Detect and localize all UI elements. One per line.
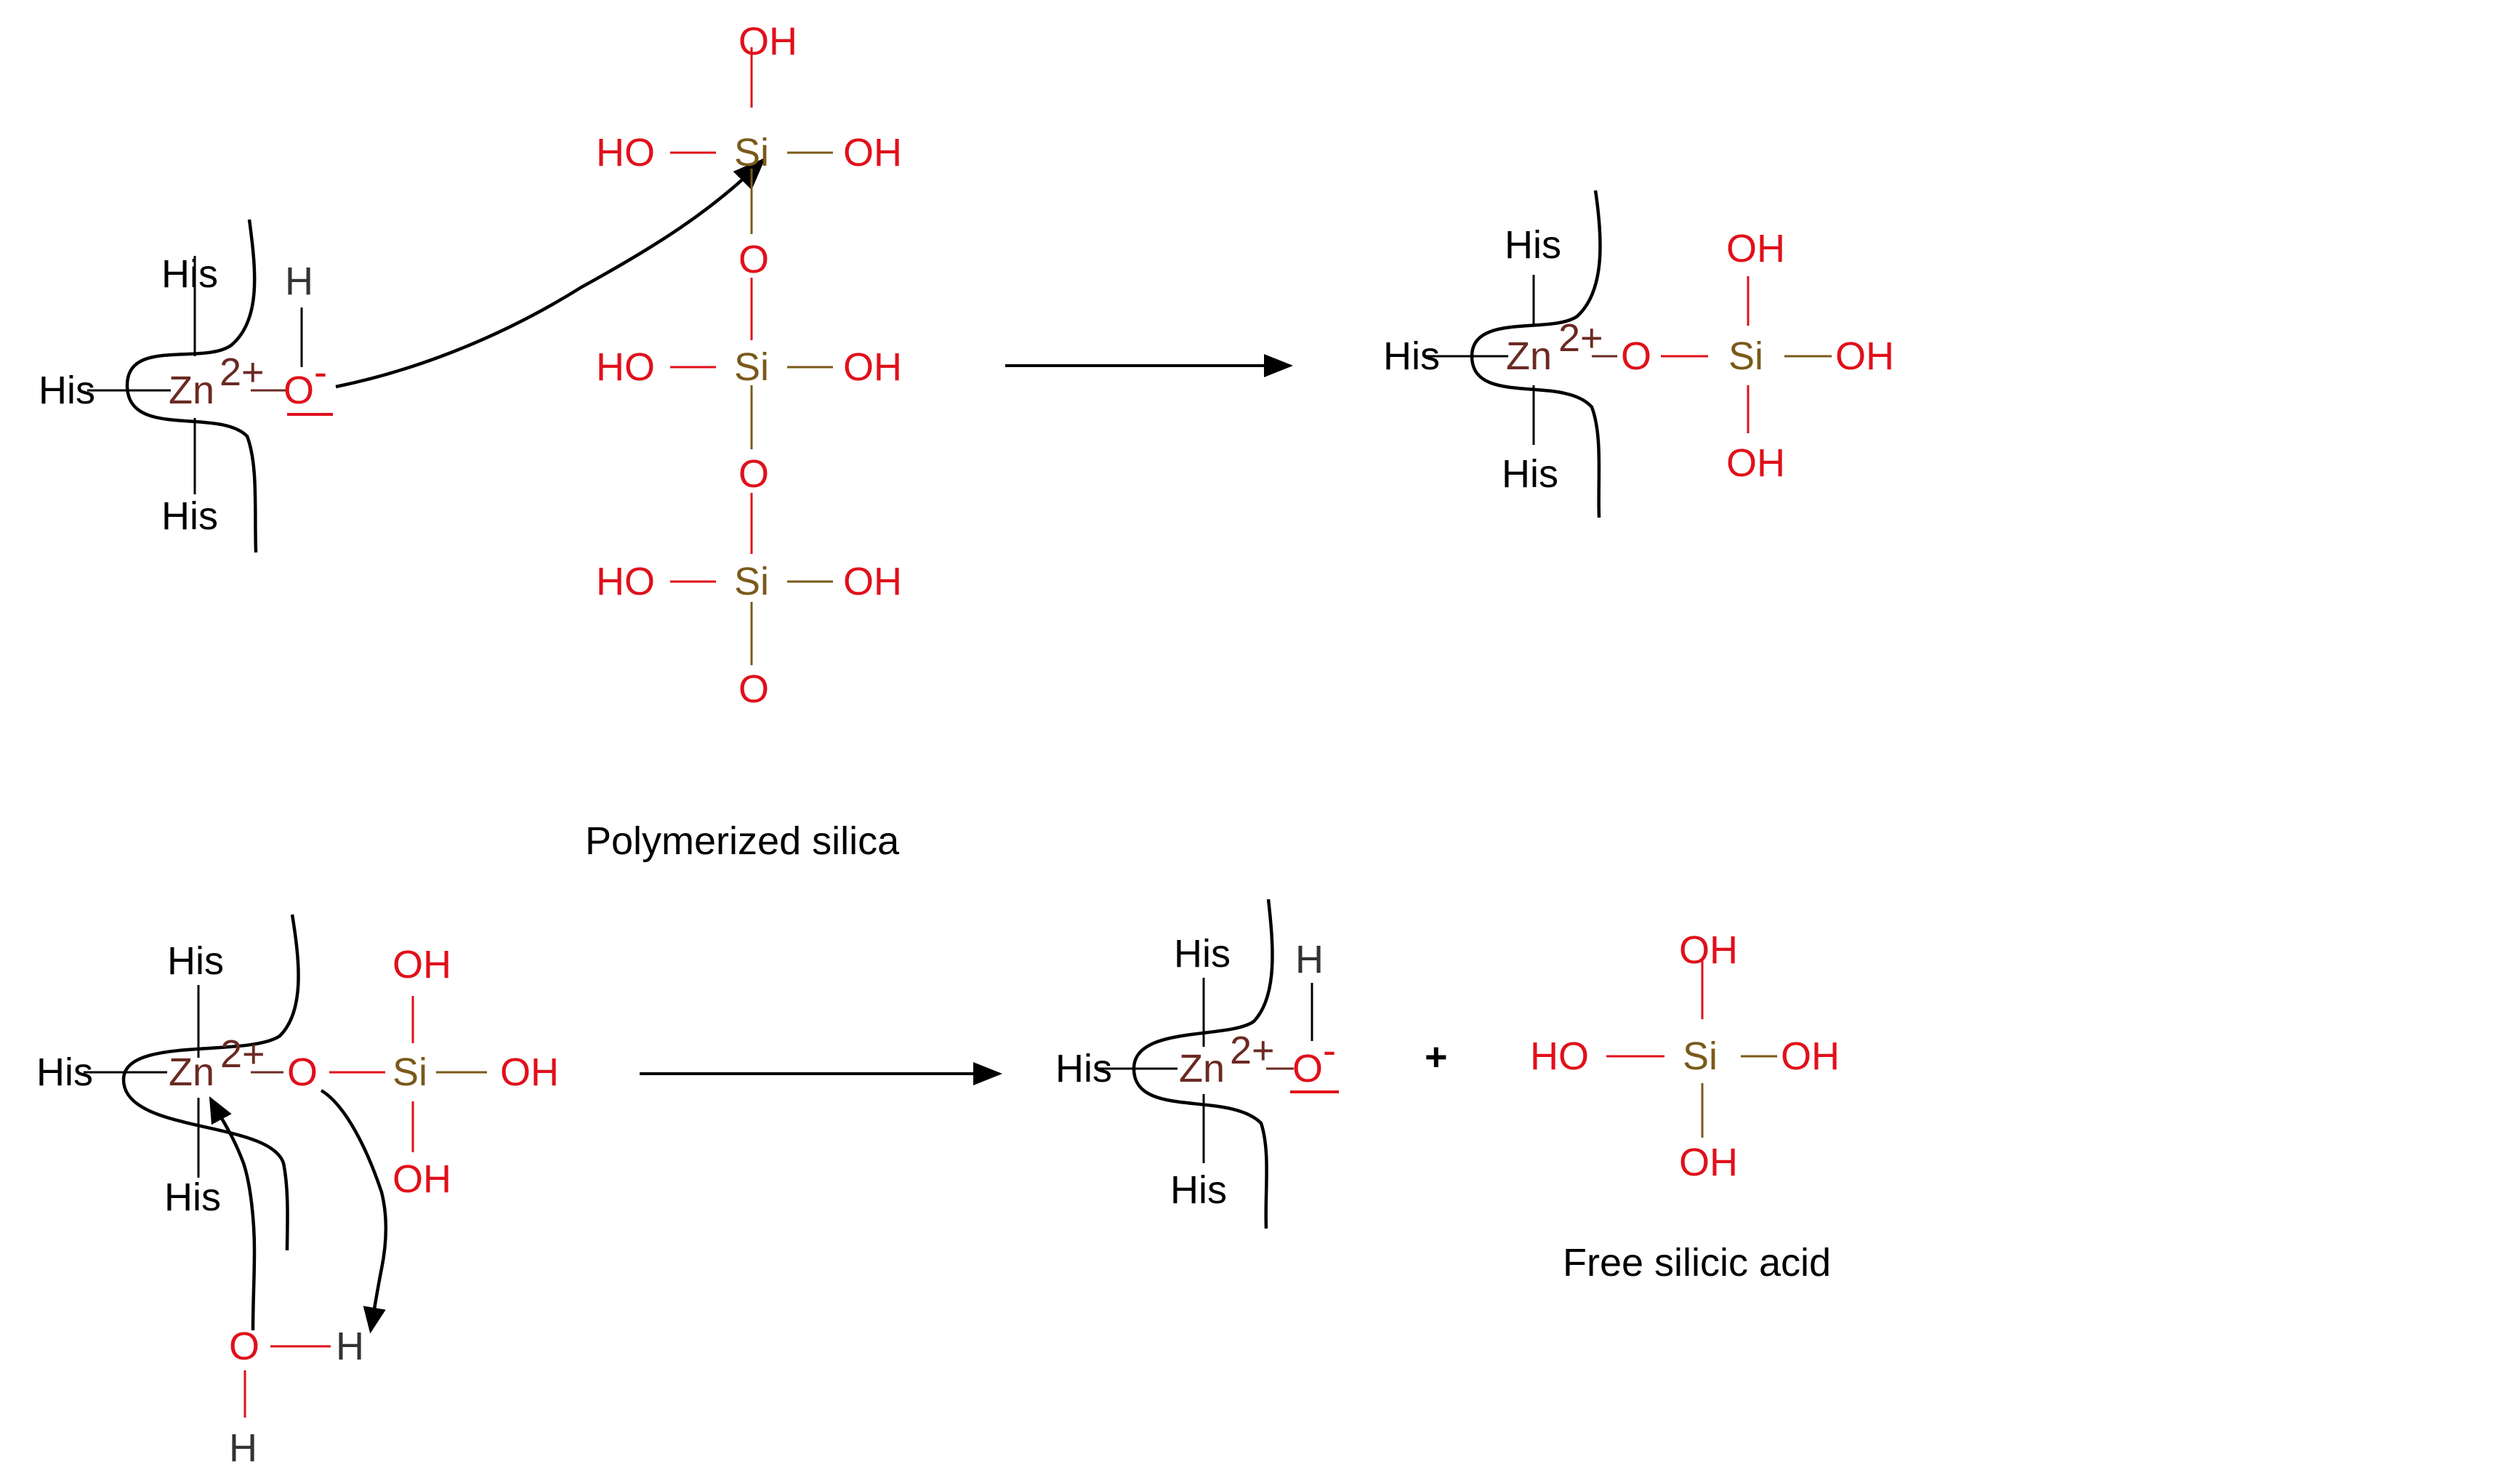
silicon-atom: Si bbox=[1728, 334, 1763, 378]
oxygen-atom: O bbox=[1621, 334, 1651, 378]
zinc-charge: 2+ bbox=[220, 1032, 265, 1076]
hydroxyl-group: HO bbox=[1530, 1034, 1589, 1078]
free-silicic-acid: OH HO Si OH OH bbox=[1530, 928, 1840, 1184]
hydroxyl-group: OH bbox=[393, 943, 451, 986]
zinc-silicate-complex-bottom: His His His Zn 2+ O Si OH OH OH bbox=[36, 914, 559, 1251]
oxygen-atom: O bbox=[1292, 1047, 1323, 1090]
hydroxyl-group: OH bbox=[843, 131, 902, 174]
his-label: His bbox=[167, 939, 224, 983]
hydroxyl-group: OH bbox=[500, 1050, 559, 1094]
zinc-atom: Zn bbox=[169, 369, 214, 412]
oxygen-atom: O bbox=[283, 369, 314, 412]
hydroxyl-group: OH bbox=[393, 1157, 451, 1201]
plus-sign: + bbox=[1425, 1035, 1448, 1079]
silicon-atom: Si bbox=[734, 560, 769, 603]
his-label: His bbox=[164, 1175, 221, 1219]
water-hydrogen: H bbox=[336, 1325, 364, 1368]
silicon-atom: Si bbox=[734, 131, 769, 174]
caption-polymerized-silica: Polymerized silica bbox=[585, 819, 900, 863]
terminal-oxygen: O bbox=[738, 667, 769, 711]
hydroxyl-group: OH bbox=[1679, 1141, 1738, 1184]
zinc-atom: Zn bbox=[169, 1050, 214, 1094]
hydroxyl-group: OH bbox=[738, 20, 797, 63]
hydroxyl-group: OH bbox=[1726, 441, 1785, 485]
hydrogen-atom: H bbox=[285, 260, 313, 303]
hydroxyl-group: HO bbox=[596, 560, 655, 603]
water-hydrogen: H bbox=[229, 1426, 257, 1470]
polymerized-silica: OH HO Si OH O HO Si OH O HO Si OH O bbox=[596, 20, 902, 711]
zinc-charge: 2+ bbox=[1230, 1029, 1275, 1072]
his-label: His bbox=[161, 494, 218, 538]
hydroxyl-group: OH bbox=[1679, 928, 1738, 972]
zinc-hydroxide-site-top: His His His Zn 2+ O - H bbox=[39, 219, 333, 553]
bridging-oxygen: O bbox=[738, 238, 769, 281]
zinc-silicate-complex-top: His His His Zn 2+ O Si OH OH OH bbox=[1383, 190, 1894, 518]
zinc-atom: Zn bbox=[1506, 334, 1552, 378]
hydroxyl-group: HO bbox=[596, 131, 655, 174]
water-to-zinc-arrow bbox=[209, 1096, 257, 1331]
silicon-atom: Si bbox=[1683, 1034, 1718, 1078]
enzyme-backbone-curve bbox=[125, 219, 258, 553]
bridging-oxygen: O bbox=[738, 452, 769, 496]
hydroxyl-group: OH bbox=[843, 560, 902, 603]
his-label: His bbox=[1174, 932, 1231, 976]
his-label: His bbox=[39, 369, 95, 412]
zinc-hydroxide-site-bottom: His His His Zn 2+ O - H bbox=[1055, 899, 1339, 1229]
zinc-charge: 2+ bbox=[220, 350, 265, 394]
attack-arrow bbox=[335, 157, 766, 389]
hydroxyl-group: OH bbox=[1781, 1034, 1840, 1078]
hydrogen-atom: H bbox=[1295, 938, 1324, 981]
zinc-charge: 2+ bbox=[1558, 316, 1603, 360]
hydroxyl-group: OH bbox=[843, 345, 902, 389]
attacking-water: O H H bbox=[229, 1325, 364, 1470]
silicon-atom: Si bbox=[734, 345, 769, 389]
hydroxyl-group: OH bbox=[1835, 334, 1894, 378]
oxygen-charge: - bbox=[314, 350, 327, 394]
bridging-oxygen: O bbox=[287, 1050, 318, 1094]
hydroxyl-group: HO bbox=[596, 345, 655, 389]
enzyme-backbone-curve bbox=[121, 914, 300, 1251]
his-label: His bbox=[1505, 223, 1561, 267]
his-label: His bbox=[1170, 1168, 1227, 1212]
hydroxyl-group: OH bbox=[1726, 227, 1785, 270]
water-oxygen: O bbox=[229, 1325, 259, 1368]
his-label: His bbox=[36, 1050, 93, 1094]
silicon-atom: Si bbox=[393, 1050, 427, 1094]
his-label: His bbox=[1502, 452, 1558, 496]
his-label: His bbox=[161, 252, 218, 296]
zinc-atom: Zn bbox=[1179, 1047, 1225, 1090]
caption-free-silicic-acid: Free silicic acid bbox=[1563, 1241, 1831, 1285]
o-si-bond-cleavage-arrow bbox=[320, 1089, 387, 1334]
oxygen-charge: - bbox=[1323, 1029, 1336, 1072]
his-label: His bbox=[1055, 1047, 1112, 1090]
his-label: His bbox=[1383, 334, 1440, 378]
